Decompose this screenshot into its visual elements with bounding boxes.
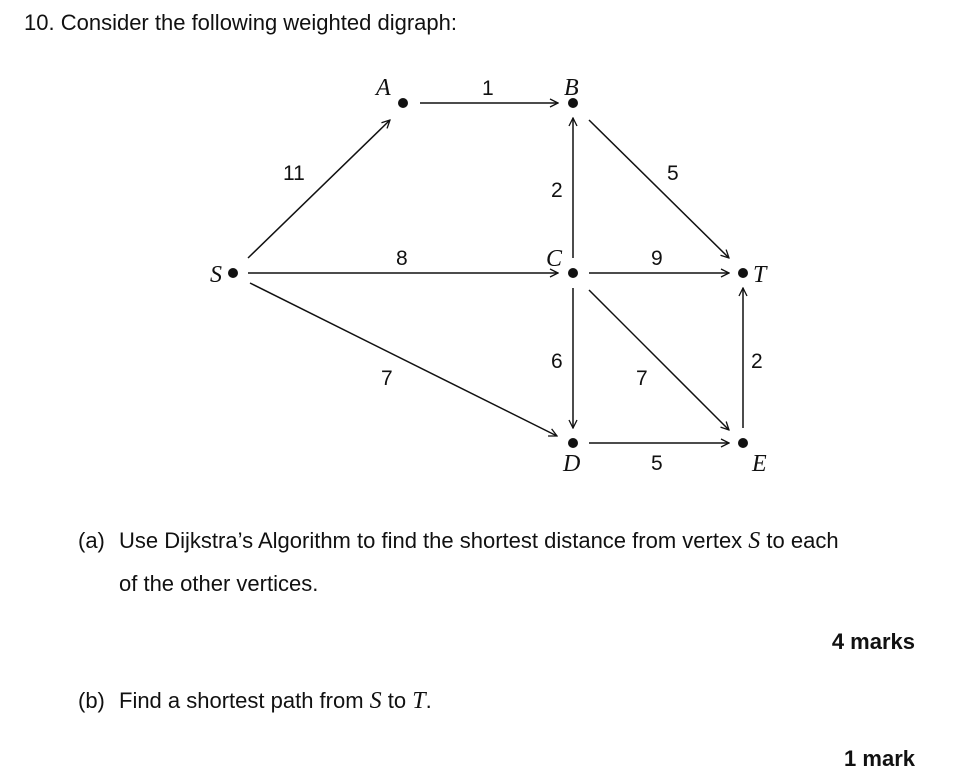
weight-E-T: 2: [751, 350, 763, 373]
weight-S-A: 11: [283, 162, 305, 185]
part-b-text-pre: Find a shortest path from: [119, 688, 370, 713]
part-b-label: (b): [78, 688, 105, 713]
weight-S-D: 7: [381, 367, 393, 390]
weight-S-C: 8: [396, 247, 408, 270]
node-B-dot: [568, 98, 578, 108]
var-S: S: [748, 528, 761, 554]
var-T: T: [412, 688, 426, 714]
edge-B-T: [588, 119, 729, 258]
part-a-line1: Use Dijkstra’s Algorithm to find the sho…: [119, 528, 839, 555]
node-D-dot: [568, 438, 578, 448]
weight-C-E: 7: [636, 367, 648, 390]
part-a-marks: 4 marks: [831, 629, 915, 654]
part-a-line2: of the other vertices.: [119, 571, 319, 596]
weight-D-E: 5: [651, 452, 663, 475]
node-A-label: A: [374, 75, 391, 101]
weight-C-B: 2: [551, 179, 563, 202]
node-T-dot: [738, 268, 748, 278]
weight-B-T: 5: [667, 162, 679, 185]
node-E-label: E: [751, 451, 767, 477]
weight-C-D: 6: [551, 350, 563, 373]
node-C-label: C: [546, 246, 563, 272]
node-B-label: B: [564, 75, 579, 101]
edge-S-D: [249, 282, 557, 437]
part-a-text-post: to each: [760, 528, 839, 553]
question-title: Consider the following weighted digraph:: [60, 10, 457, 35]
var-S: S: [369, 688, 382, 714]
part-b-marks: 1 mark: [844, 746, 915, 771]
part-a-label: (a): [78, 528, 105, 553]
node-C-dot: [568, 268, 578, 278]
node-T-label: T: [753, 262, 768, 288]
part-a-text-pre: Use Dijkstra’s Algorithm to find the sho…: [119, 528, 749, 553]
weight-A-B: 1: [482, 77, 494, 100]
part-b-text-mid: to: [381, 688, 413, 713]
weighted-digraph: S A B C D E T 11 1 8 7 2 5 9 6 7 5 2: [210, 75, 768, 477]
edge-C-E: [588, 289, 729, 430]
question-heading: 10. Consider the following weighted digr…: [24, 10, 457, 36]
part-b: (b) Find a shortest path from S to T.: [78, 688, 918, 728]
question-number: 10.: [24, 10, 55, 35]
node-D-label: D: [562, 451, 580, 477]
node-S-label: S: [210, 262, 222, 288]
part-a: (a) Use Dijkstra’s Algorithm to find the…: [78, 528, 918, 608]
edge-S-A: [247, 120, 390, 259]
weight-C-T: 9: [651, 247, 663, 270]
node-A-dot: [398, 98, 408, 108]
part-b-text-post: .: [425, 688, 432, 713]
node-S-dot: [228, 268, 238, 278]
part-b-text: Find a shortest path from S to T.: [119, 688, 432, 715]
node-E-dot: [738, 438, 748, 448]
